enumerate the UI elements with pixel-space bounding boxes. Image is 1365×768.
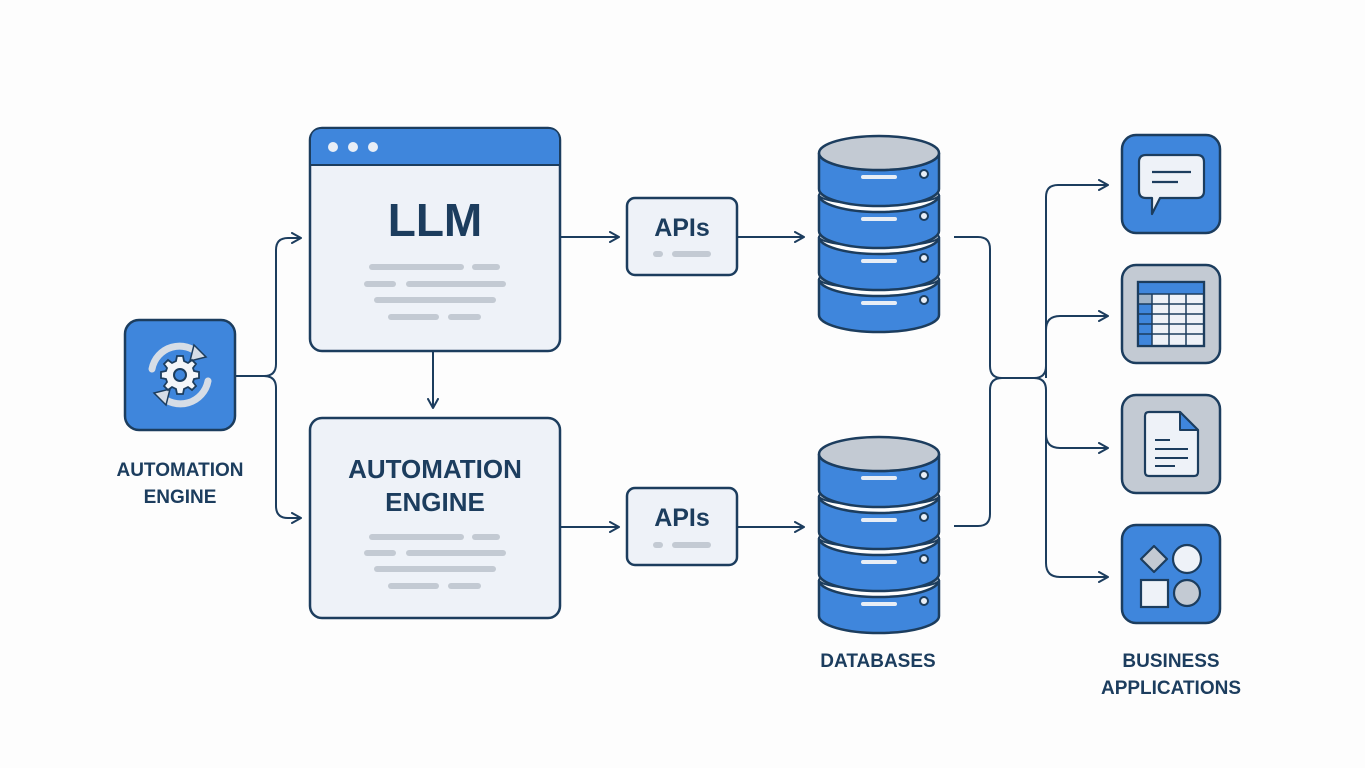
automation-engine-window[interactable]: AUTOMATION ENGINE (308, 416, 562, 620)
apis-box-bottom[interactable]: APIs (625, 486, 739, 567)
source-label-line1: AUTOMATION (116, 460, 243, 481)
disk-led-icon (919, 169, 929, 179)
disk-led-icon (919, 554, 929, 564)
app-tile-document[interactable] (1120, 393, 1222, 495)
engine-title-line2: ENGINE (385, 487, 485, 517)
connector-to-chat (1045, 179, 1109, 378)
chat-bubble-icon (1137, 153, 1206, 216)
connector-db-top-merge (954, 236, 1003, 379)
connector-to-spreadsheet (1045, 310, 1109, 331)
llm-window-titlebar (311, 129, 559, 164)
disk-led-icon (919, 211, 929, 221)
disk-led-icon (919, 596, 929, 606)
database-stack-icon[interactable] (817, 435, 941, 635)
engine-title-line1: AUTOMATION (348, 454, 522, 484)
spreadsheet-icon (1136, 280, 1206, 348)
app-tile-chat[interactable] (1120, 133, 1222, 235)
engine-window-frame (308, 416, 562, 620)
database-stack-icon[interactable] (817, 134, 941, 334)
database-top (817, 435, 941, 473)
app-tile-spreadsheet[interactable] (1120, 263, 1222, 365)
gear-cycle-icon (148, 342, 212, 408)
source-label-line2: ENGINE (144, 487, 217, 508)
llm-text-placeholder (364, 264, 506, 320)
llm-title: LLM (388, 194, 483, 246)
apis-top-label: APIs (654, 214, 710, 242)
connector-db-bottom-merge (954, 377, 1003, 527)
window-dot-icon (348, 142, 358, 152)
databases-group (817, 134, 941, 635)
disk-led-icon (919, 295, 929, 305)
connectors (236, 179, 1109, 583)
disk-led-icon (919, 512, 929, 522)
databases-label: DATABASES (820, 651, 935, 672)
document-icon (1143, 410, 1200, 478)
automation-engine-source[interactable]: AUTOMATION ENGINE (116, 318, 244, 508)
llm-window[interactable]: LLM (308, 126, 562, 353)
business-apps-label-line1: BUSINESS (1122, 651, 1219, 672)
connector-merge-bar (1002, 365, 1047, 379)
window-dot-icon (328, 142, 338, 152)
app-tile-apps[interactable] (1120, 523, 1222, 625)
app-tile-frame (1120, 523, 1222, 625)
shapes-icon (1139, 543, 1203, 609)
connector-source-to-engine (263, 375, 302, 524)
database-top (817, 134, 941, 172)
connector-to-apps (1045, 434, 1109, 583)
business-apps-label-line2: APPLICATIONS (1101, 678, 1241, 699)
apis-bottom-label: APIs (654, 504, 710, 532)
connector-source-to-llm (236, 232, 302, 377)
disk-led-icon (919, 470, 929, 480)
apis-box-top[interactable]: APIs (625, 196, 739, 277)
engine-text-placeholder (364, 534, 506, 589)
window-dot-icon (368, 142, 378, 152)
disk-led-icon (919, 253, 929, 263)
llm-window-frame (308, 126, 562, 353)
